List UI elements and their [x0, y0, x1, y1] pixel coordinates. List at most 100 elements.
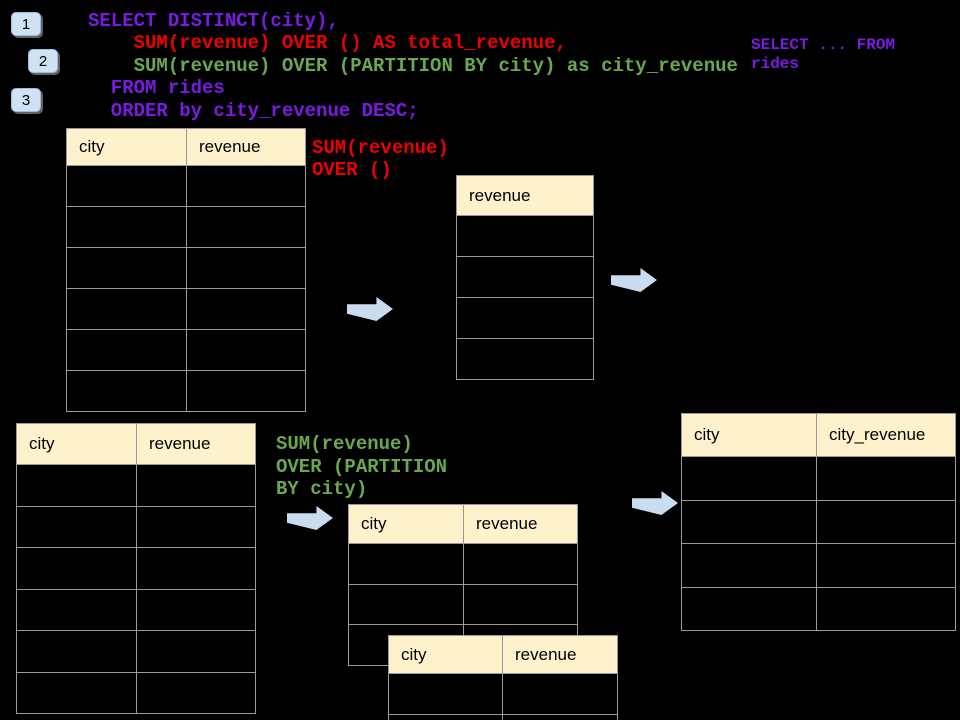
table-cell: [136, 464, 256, 507]
table-row: [66, 370, 306, 412]
table-row: [16, 630, 256, 673]
step-badge-1: 1: [11, 12, 41, 36]
code-line: OVER (PARTITION: [276, 455, 448, 478]
table-row: [16, 588, 256, 631]
code-line: SUM(revenue) OVER () AS total_revenue,: [88, 32, 567, 55]
table-cell: [456, 338, 594, 380]
table-row: [456, 256, 594, 298]
table-cell: [388, 714, 503, 720]
table-row: [388, 714, 618, 720]
header-row: revenue: [456, 175, 594, 216]
table-cell: [502, 714, 618, 720]
table-cell: [681, 499, 817, 544]
table-cell: [136, 671, 256, 714]
table-row: [348, 543, 578, 585]
column-header-revenue: revenue: [456, 175, 594, 216]
table-row: [388, 673, 618, 715]
table-cell: [66, 206, 187, 248]
code-line: SELECT DISTINCT(city),: [88, 10, 339, 32]
code-line: FROM rides: [88, 77, 225, 100]
table-row: [66, 247, 306, 289]
step-badge-3: 3: [11, 88, 41, 112]
table-cell: [186, 370, 306, 412]
table-cell: [66, 165, 187, 207]
table-cell: [681, 543, 817, 588]
table-cell: [816, 499, 956, 544]
table-cell: [16, 588, 137, 631]
column-header-city: city: [388, 635, 503, 674]
column-header-city_revenue: city_revenue: [816, 413, 956, 457]
column-header-city: city: [66, 128, 187, 166]
table-cell: [136, 588, 256, 631]
code-line: ORDER by city_revenue DESC;: [88, 99, 419, 122]
table-cell: [16, 464, 137, 507]
table-cell: [186, 329, 306, 371]
table-row: [681, 499, 956, 544]
table-cell: [816, 543, 956, 588]
table-row: [681, 456, 956, 501]
table-row: [456, 215, 594, 257]
column-header-city: city: [348, 504, 464, 544]
table-cell: [681, 456, 817, 501]
table-cell: [502, 673, 618, 715]
table-cell: [16, 671, 137, 714]
table-cell: [816, 586, 956, 631]
table-cell: [348, 543, 464, 585]
table-cell: [136, 630, 256, 673]
code-line: BY city): [276, 478, 368, 500]
table-cell: [816, 456, 956, 501]
column-header-revenue: revenue: [502, 635, 618, 674]
table-row: [16, 671, 256, 714]
table-cell: [456, 297, 594, 339]
code-line: SUM(revenue): [276, 433, 413, 455]
table-row: [66, 165, 306, 207]
sql-code-block: SELECT DISTINCT(city), SUM(revenue) OVER…: [88, 10, 738, 122]
table-row: [66, 206, 306, 248]
flow-arrow-3-icon: [287, 506, 333, 530]
column-header-city: city: [16, 423, 137, 465]
table-cell: [186, 206, 306, 248]
step-badge-2: 2: [28, 49, 58, 73]
flow-arrow-2-icon: [611, 268, 657, 292]
table-cell: [16, 547, 137, 590]
table-row: [16, 464, 256, 507]
table-row: [681, 586, 956, 631]
table-cell: [16, 505, 137, 548]
table-cell: [66, 329, 187, 371]
table-row: [16, 547, 256, 590]
table-row: [16, 505, 256, 548]
table-cell: [456, 256, 594, 298]
table-cell: [186, 288, 306, 330]
table-row: [456, 297, 594, 339]
table-cell: [186, 165, 306, 207]
total-revenue-table: revenue: [456, 175, 594, 380]
table-row: [456, 338, 594, 380]
table-cell: [463, 583, 578, 625]
table-row: [681, 543, 956, 588]
code-line: OVER (): [312, 158, 392, 181]
table-cell: [66, 288, 187, 330]
flow-arrow-1-icon: [347, 297, 393, 321]
code-line: SUM(revenue) OVER (PARTITION BY city) as…: [88, 54, 738, 77]
table-row: [66, 288, 306, 330]
table-cell: [681, 586, 817, 631]
table-cell: [136, 547, 256, 590]
table-cell: [348, 583, 464, 625]
table-cell: [66, 247, 187, 289]
code-line: rides: [751, 55, 800, 73]
column-header-revenue: revenue: [186, 128, 306, 166]
table-cell: [456, 215, 594, 257]
table-cell: [388, 673, 503, 715]
